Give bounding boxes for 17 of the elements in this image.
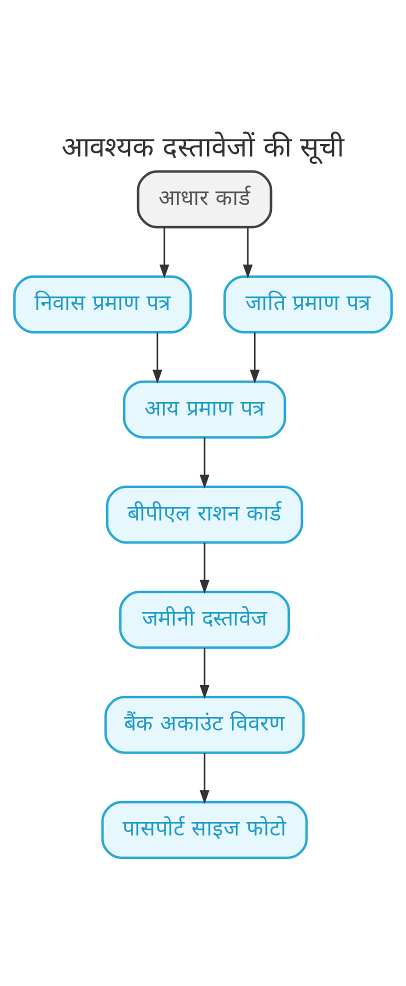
arrow <box>200 753 210 804</box>
node-box: निवास प्रमाण पत्र <box>13 275 192 334</box>
node-box: जाति प्रमाण पत्र <box>223 275 393 334</box>
arrow <box>200 542 210 594</box>
node-box: पासपोर्ट साइज फोटो <box>101 800 308 860</box>
arrow <box>242 227 253 278</box>
arrow <box>152 332 162 384</box>
node-box: आय प्रमाण पत्र <box>122 380 286 439</box>
node-box: जमीनी दस्तावेज <box>119 590 290 649</box>
node-box: बीपीएल राशन कार्ड <box>106 486 304 544</box>
arrow <box>200 438 210 489</box>
arrow <box>159 227 170 278</box>
diagram-title: आवश्यक दस्तावेजों की सूची <box>62 130 344 164</box>
arrow <box>200 648 210 699</box>
arrow <box>250 332 260 384</box>
node-box: आधार कार्ड <box>136 170 272 228</box>
node-box: बैंक अकाउंट विवरण <box>104 696 305 754</box>
